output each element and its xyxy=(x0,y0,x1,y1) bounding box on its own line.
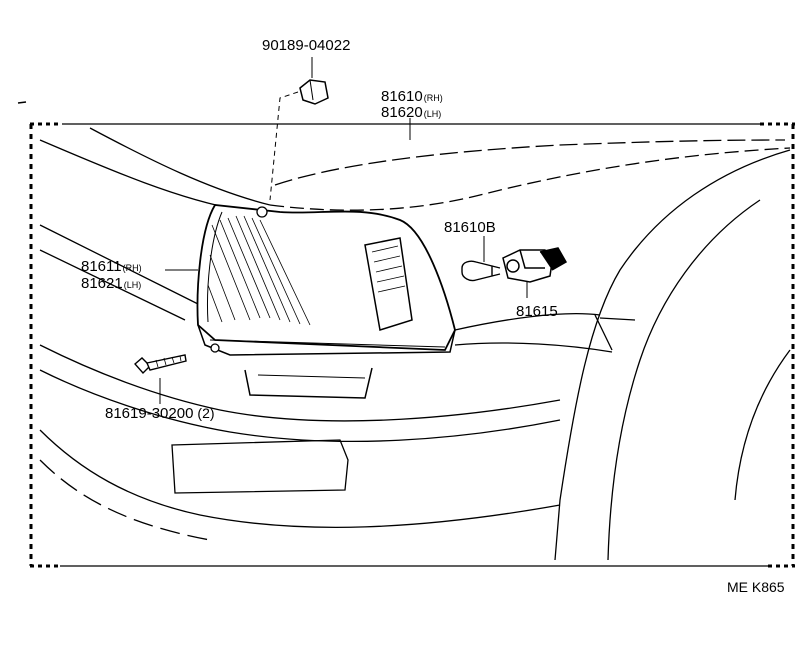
screw-part xyxy=(134,354,187,375)
bulb-part xyxy=(461,260,501,282)
vehicle-body-outline xyxy=(39,127,791,561)
part-labels: 90189-04022 81610(RH) 81620(LH) 81611(RH… xyxy=(81,37,785,595)
label-screw: 81619-30200(2) xyxy=(105,405,215,422)
clip-part xyxy=(299,79,329,105)
corner-lamp-assembly xyxy=(196,204,456,399)
label-bulb: 81610B xyxy=(444,219,496,236)
diagram-frame xyxy=(17,101,795,568)
leader-lines xyxy=(159,57,528,404)
label-lamp-assy-rh: 81610(RH) xyxy=(381,88,443,105)
label-lens-rh: 81611(RH) xyxy=(81,258,142,275)
label-clip: 90189-04022 xyxy=(262,37,350,54)
label-lens-lh: 81621(LH) xyxy=(81,275,141,292)
figure-code: ME K865 xyxy=(727,579,785,595)
label-socket: 81615 xyxy=(516,303,558,320)
socket-part xyxy=(502,247,568,283)
label-lamp-assy-lh: 81620(LH) xyxy=(381,104,441,121)
